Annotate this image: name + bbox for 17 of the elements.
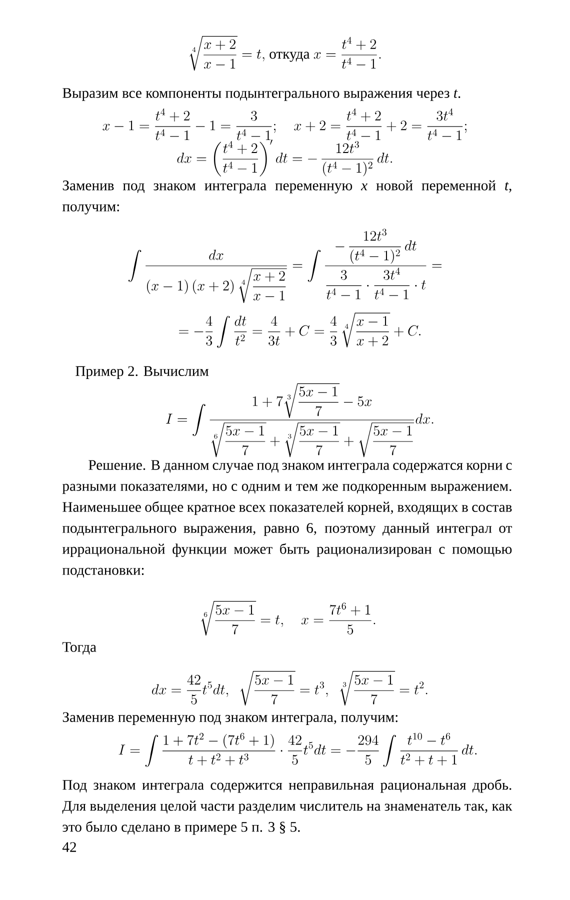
example-heading: Пример 2. Вычислим — [76, 366, 208, 379]
paragraph: Заменив переменную под знаком интеграла, получим: — [62, 712, 398, 726]
formula: $\sqrt[6]{\frac{5x-1}{7}}=t,\quad x=\frac{7t^6+1}{5}.$ — [201, 601, 376, 636]
paragraph: Тогда — [62, 642, 96, 655]
formula-line: $\sqrt[4]{\frac{x+2}{x-1}}=t,$ откуда $x=\frac{t^4+2}{t^4-1}.$ — [190, 36, 381, 71]
formula: $dx=\left(\frac{t^4+2}{t^4-1}\right)'dt=-\,\frac{12t^3}{(t^4-1)^2}\,dt.$ — [177, 140, 392, 176]
formula: $I=\int\frac{1+7\sqrt[3]{\dfrac{5x-1}{7}}-5x}{\sqrt[6]{\dfrac{5x-1}{7}}+\sqrt[3]{\dfrac{5x-1}{7}}+\sqrt{\dfrac{5x-1}{7}}}dx.$ — [166, 383, 434, 458]
formula: $\int\frac{dx}{(x-1)\,(x+2)\,\sqrt[4]{\dfrac{x+2}{x-1}}}=\int\frac{-\,\dfrac{12t^3}{(t^4-1)^2}\,dt}{\dfrac{3}{t^4-1}\cdot\dfrac{3t^4}{t^4-1}\cdot t}=$ — [128, 228, 442, 304]
paragraph: Решение. В данном случае под знаком интеграла содержатся корни с разными показателями, но с одним и тем же подкоренным выражением. Наименьшее общее кратное всех показателей корней, входящих в состав подынтегрального выражения, равно 6, поэтому данный интеграл от иррациональной функции может быть рационализирован с помощью подстановки: — [62, 460, 512, 578]
paragraph: Под знаком интеграла содержится неправильная рациональная дробь. Для выделения целой части разделим числитель на знаменатель так, как это было сделано в примере 5 п. 3 § 5. — [62, 779, 512, 835]
paragraph: Выразим все компоненты подынтегрального выражения через t. — [62, 88, 460, 101]
formula: $dx=\frac{42}{5}t^5dt,\ \ \sqrt{\frac{5x-1}{7}}=t^3,\ \ \sqrt[3]{\frac{5x-1}{7}}=t^2.$ — [152, 671, 428, 706]
formula: $=-\frac{4}{3}\int\frac{dt}{t^2}=\frac{4}{3t}+C=\frac{4}{3}\,\sqrt[4]{\frac{x-1}{x+2}}+C.$ — [179, 312, 420, 348]
formula: $x-1=\frac{t^4+2}{t^4-1}-1=\frac{3}{t^4-1};\quad x+2=\frac{t^4+2}{t^4-1}+2=\frac{3t^4}{t^4-1};$ — [102, 108, 466, 140]
page-number: 42 — [62, 842, 76, 852]
formula: $I=\int\frac{1+7t^2-(7t^6+1)}{t+t^2+t^3}\cdot\frac{42}{5}t^5dt=-\frac{294}{5}\int\frac{t^{10}-t^6}{t^2+t+1}\,dt.$ — [118, 732, 477, 767]
paragraph: Заменив под знаком интеграла переменную x новой переменной t, получим: — [62, 180, 512, 214]
